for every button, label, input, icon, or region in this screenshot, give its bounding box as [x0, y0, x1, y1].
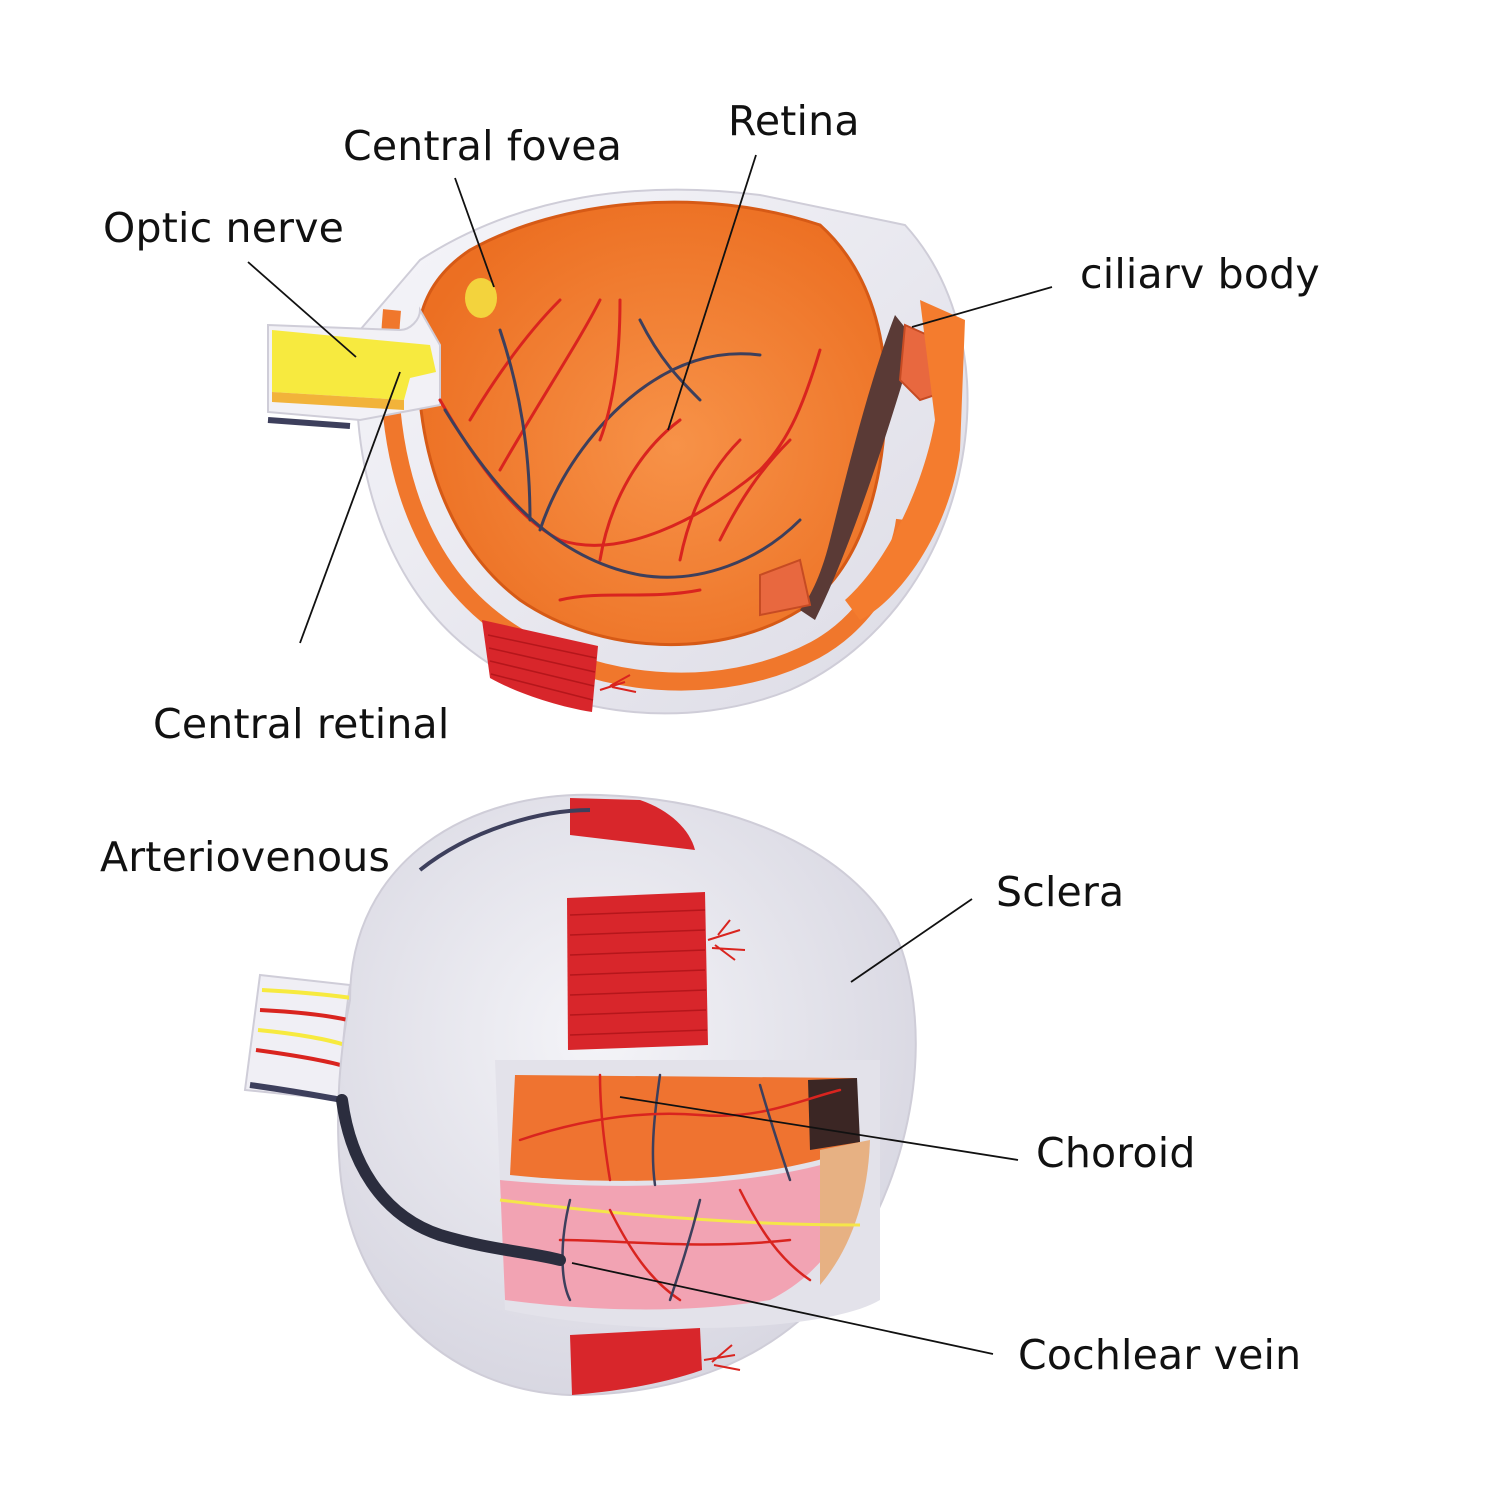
top-optic-nerve-dark	[267, 417, 351, 429]
leader-cochlear-vein	[571, 1262, 994, 1355]
bottom-choroid-layer	[510, 1075, 860, 1181]
bottom-vortex-vein	[336, 1094, 566, 1266]
bottom-yellow-line	[499, 1198, 861, 1227]
top-eye-model	[267, 188, 969, 715]
label-cochlear-vein: Cochlear vein	[1018, 1331, 1302, 1379]
bottom-optic-nerve-fibers	[249, 988, 353, 1103]
label-central-retinal: Central retinal	[153, 700, 450, 748]
leader-choroid	[619, 1096, 1019, 1161]
bottom-lower-muscle	[570, 1328, 702, 1395]
bottom-upper-muscle-vessels	[707, 919, 746, 961]
bottom-eye-model	[243, 793, 917, 1397]
leader-optic-nerve	[247, 261, 357, 358]
label-ciliary-body: ciliarv body	[1080, 250, 1320, 298]
label-central-fovea: Central fovea	[343, 122, 623, 170]
top-muscle-striations	[487, 634, 597, 701]
leader-ciliary-body	[911, 286, 1053, 328]
bottom-top-muscle-tab	[570, 798, 695, 850]
bottom-lower-muscle-vessels	[703, 1344, 741, 1371]
top-muscle-vessels	[599, 674, 637, 693]
label-retina: Retina	[728, 97, 860, 145]
top-retinal-vessels	[438, 298, 822, 602]
top-muscle-strip	[482, 620, 598, 712]
bottom-choroid-dark	[808, 1078, 860, 1150]
leader-sclera	[850, 898, 973, 983]
top-optic-nerve-sheath	[272, 392, 404, 410]
top-right-wall	[845, 300, 965, 620]
leader-retina	[667, 154, 757, 431]
label-arteriovenous: Arteriovenous	[100, 833, 391, 881]
bottom-upper-muscle-striations	[569, 909, 708, 1036]
top-ciliary-tissue-lower	[759, 558, 812, 617]
leader-central-fovea	[454, 177, 495, 288]
leader-central-retinal	[299, 371, 401, 644]
top-retina-surface	[416, 200, 888, 647]
leader-lines	[247, 154, 1053, 1355]
label-optic-nerve: Optic nerve	[103, 204, 345, 252]
label-sclera: Sclera	[996, 868, 1125, 916]
top-optic-nerve-core	[272, 330, 436, 400]
top-fovea-spot	[465, 278, 497, 318]
bottom-top-edge-vessel	[418, 808, 591, 872]
bottom-tan-layer	[820, 1140, 870, 1285]
bottom-pink-layer	[500, 1150, 865, 1310]
label-choroid: Choroid	[1036, 1129, 1196, 1177]
top-ciliary-band	[800, 315, 915, 620]
bottom-window-vessels	[518, 1073, 842, 1302]
